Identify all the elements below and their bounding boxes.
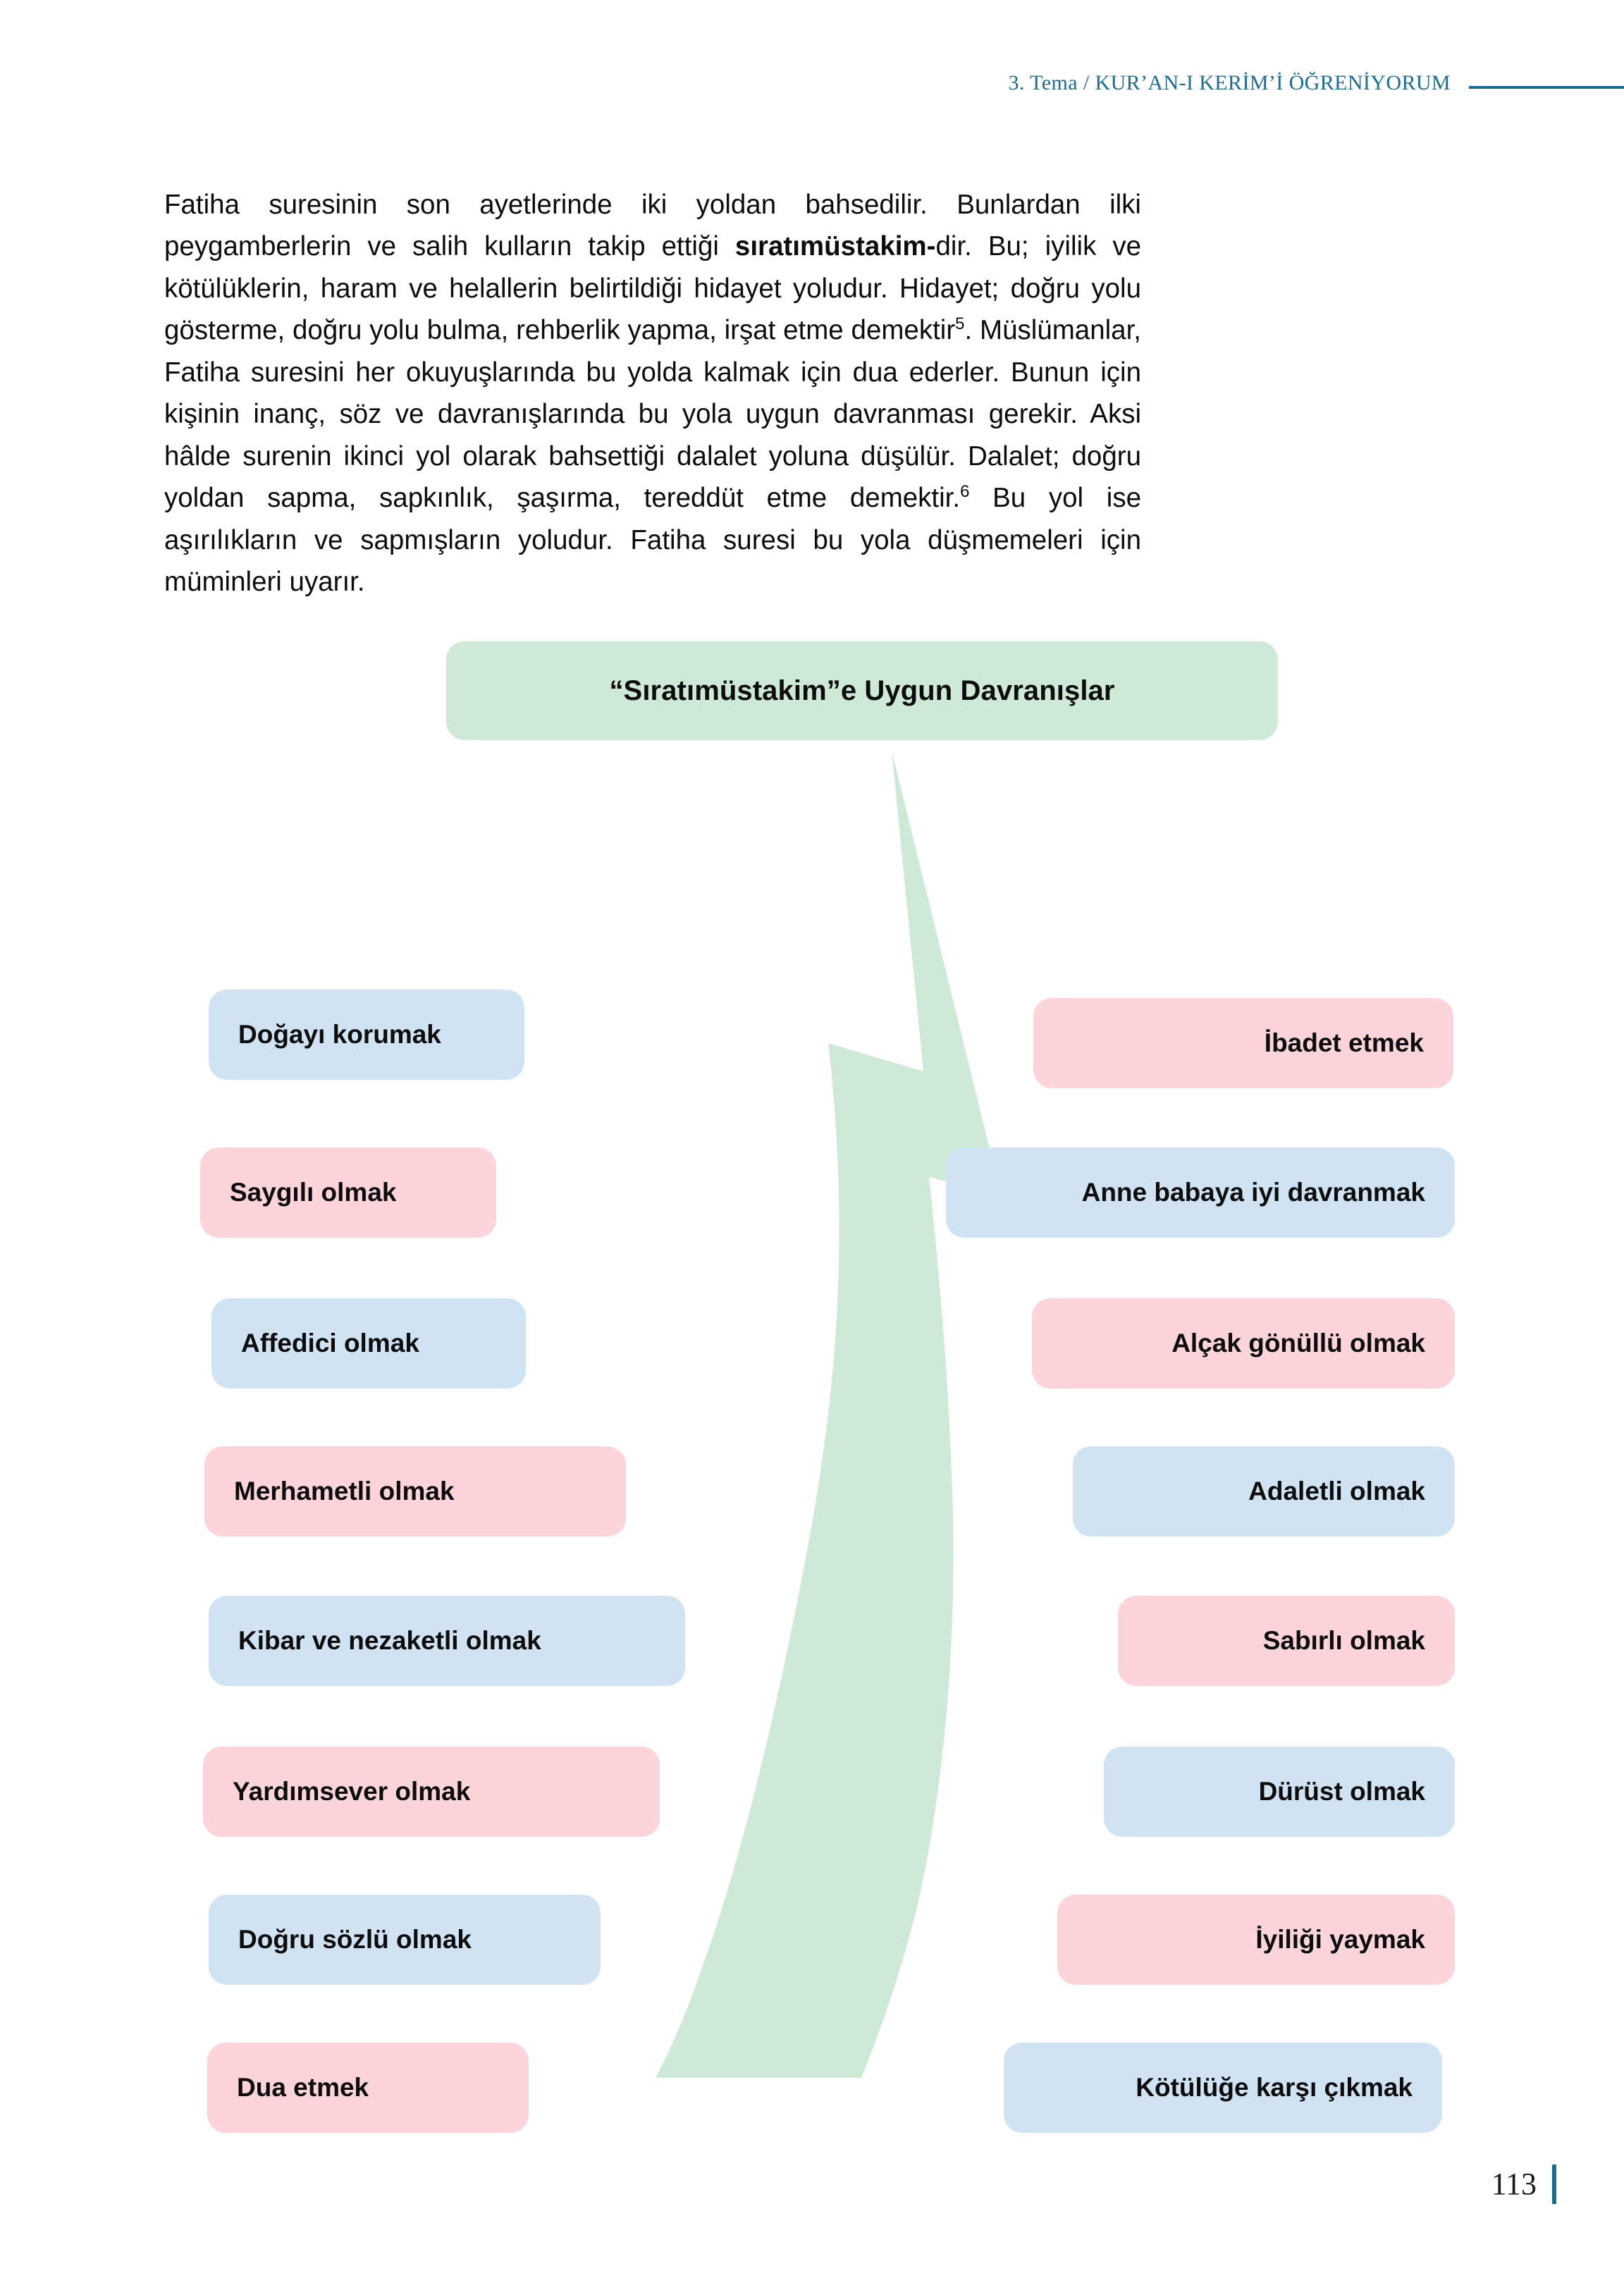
paragraph-bold-term: sıratımüstakim- [734, 231, 936, 261]
behaviour-label: Doğayı korumak [238, 1019, 441, 1049]
behaviour-label: Alçak gönüllü olmak [1171, 1328, 1425, 1358]
behaviour-item-left-6[interactable]: Yardımsever olmak [203, 1747, 660, 1837]
behaviour-item-right-1[interactable]: İbadet etmek [1033, 998, 1453, 1088]
behaviour-item-right-7[interactable]: İyiliği yaymak [1057, 1895, 1455, 1985]
paragraph-segment-2: dir. Bu; iyilik ve kötülüklerin, haram v… [164, 231, 1141, 345]
behaviour-item-right-6[interactable]: Dürüst olmak [1104, 1747, 1455, 1837]
behaviours-diagram: “Sıratımüstakim”e Uygun Davranışlar Doğa… [0, 620, 1624, 2136]
behaviour-item-left-1[interactable]: Doğayı korumak [209, 990, 524, 1080]
behaviour-label: Saygılı olmak [230, 1177, 397, 1207]
behaviour-label: Yardımsever olmak [233, 1776, 471, 1806]
behaviour-label: İyiliği yaymak [1255, 1924, 1425, 1954]
behaviour-label: Kötülüğe karşı çıkmak [1136, 2072, 1413, 2102]
behaviour-label: Dua etmek [237, 2072, 369, 2102]
diagram-banner: “Sıratımüstakim”e Uygun Davranışlar [446, 641, 1278, 740]
paragraph-segment-4: Bu yol ise aşırılıkların ve sapmışların … [164, 483, 1141, 597]
upward-arrow-graphic [656, 751, 1001, 2078]
diagram-banner-title: “Sıratımüstakim”e Uygun Davranışlar [609, 675, 1115, 706]
behaviour-item-left-2[interactable]: Saygılı olmak [200, 1147, 496, 1238]
running-head: 3. Tema / KUR’AN-I KERİM’İ ÖĞRENİYORUM [0, 62, 1624, 104]
behaviour-item-left-3[interactable]: Affedici olmak [211, 1298, 526, 1389]
behaviour-label: Dürüst olmak [1258, 1776, 1425, 1806]
footnote-marker-6: 6 [960, 482, 970, 502]
behaviour-item-right-3[interactable]: Alçak gönüllü olmak [1032, 1298, 1455, 1389]
page-folio: 113 [1491, 2165, 1556, 2204]
folio-accent-bar [1552, 2165, 1556, 2204]
behaviour-label: Anne babaya iyi davranmak [1081, 1177, 1425, 1207]
body-paragraph: Fatiha suresinin son ayetlerinde iki yol… [164, 184, 1141, 603]
behaviour-item-right-5[interactable]: Sabırlı olmak [1118, 1596, 1455, 1686]
paragraph-segment-1: Fatiha suresinin son ayetlerinde iki yol… [164, 189, 1141, 262]
footnote-marker-5: 5 [955, 314, 965, 334]
page-number: 113 [1491, 2167, 1537, 2201]
behaviour-item-right-4[interactable]: Adaletli olmak [1073, 1446, 1455, 1537]
behaviour-item-right-2[interactable]: Anne babaya iyi davranmak [946, 1147, 1455, 1238]
behaviour-item-left-4[interactable]: Merhametli olmak [204, 1446, 626, 1537]
behaviour-item-left-7[interactable]: Doğru sözlü olmak [209, 1895, 601, 1985]
behaviour-label: Adaletli olmak [1248, 1476, 1425, 1506]
behaviour-item-right-8[interactable]: Kötülüğe karşı çıkmak [1004, 2043, 1442, 2133]
behaviour-item-left-8[interactable]: Dua etmek [207, 2043, 529, 2133]
behaviour-label: Kibar ve nezaketli olmak [238, 1625, 541, 1655]
paragraph-segment-3: . Müslümanlar, Fatiha suresini her okuyu… [164, 315, 1141, 513]
behaviour-label: Doğru sözlü olmak [238, 1924, 472, 1954]
behaviour-label: Affedici olmak [241, 1328, 419, 1358]
behaviour-label: İbadet etmek [1264, 1028, 1424, 1057]
behaviour-label: Merhametli olmak [234, 1476, 455, 1506]
behaviour-item-left-5[interactable]: Kibar ve nezaketli olmak [209, 1596, 685, 1686]
running-head-label: 3. Tema / KUR’AN-I KERİM’İ ÖĞRENİYORUM [1008, 71, 1451, 94]
behaviour-label: Sabırlı olmak [1262, 1625, 1425, 1655]
running-head-rule [1469, 86, 1624, 89]
